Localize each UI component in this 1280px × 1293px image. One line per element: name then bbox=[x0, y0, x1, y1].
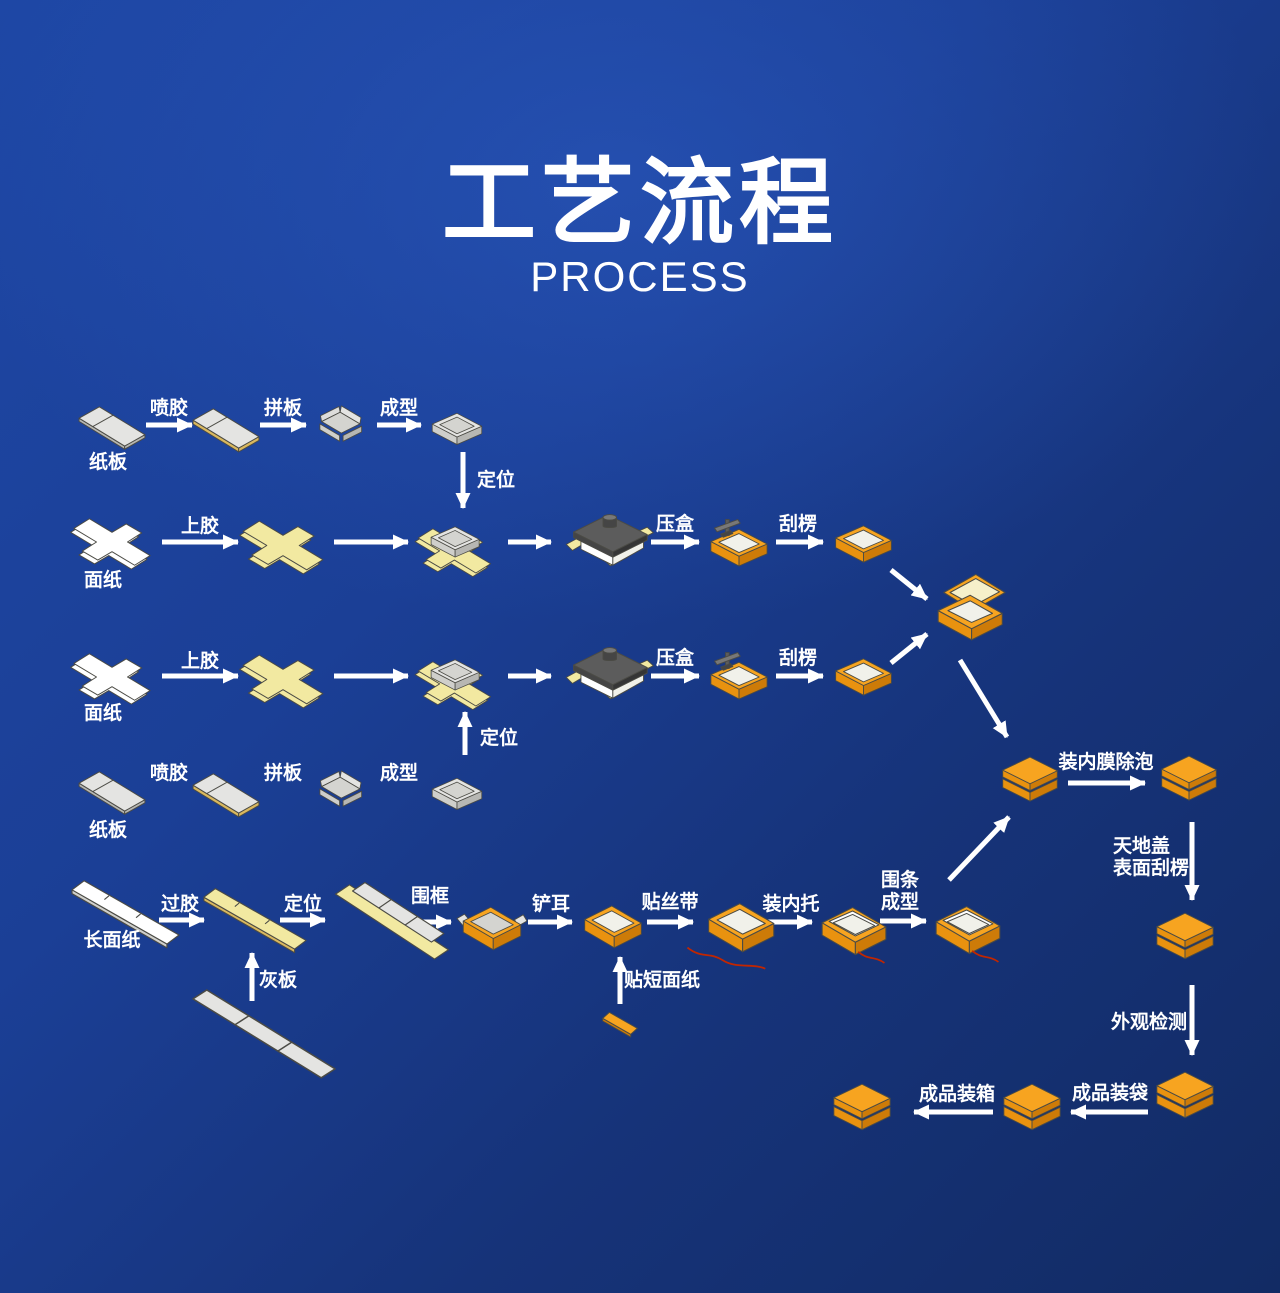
frame-tray-ribbon-icon bbox=[932, 901, 1004, 970]
tray-gray-icon bbox=[429, 409, 485, 447]
press-on-blank-icon bbox=[565, 643, 657, 709]
step-label: 装内托 bbox=[762, 894, 820, 915]
flow-arrow bbox=[889, 568, 929, 601]
step-label: 定位 bbox=[479, 728, 519, 749]
tray-clamp-icon bbox=[706, 511, 772, 570]
strip-gray-icon bbox=[190, 987, 338, 1079]
page-title: 工艺流程 bbox=[441, 150, 838, 255]
item-label: 面纸 bbox=[83, 570, 123, 591]
step-label: 过胶 bbox=[160, 894, 200, 915]
box-closed-icon bbox=[1000, 1081, 1064, 1135]
step-label: 拼板 bbox=[263, 763, 303, 784]
step-label: 装内膜除泡 bbox=[1058, 752, 1154, 773]
step-label: 围条 成型 bbox=[880, 870, 920, 914]
item-label: 面纸 bbox=[83, 703, 123, 724]
step-label: 成型 bbox=[379, 398, 419, 419]
strip-yellow-icon bbox=[201, 885, 309, 957]
step-label: 贴丝带 bbox=[641, 892, 699, 913]
tray-orange-icon bbox=[832, 521, 895, 565]
step-label: 刮楞 bbox=[778, 648, 818, 669]
box-open-icon bbox=[934, 573, 1012, 645]
box-closed-icon bbox=[1158, 753, 1220, 805]
step-label: 成品装箱 bbox=[918, 1084, 996, 1105]
step-label: 外观检测 bbox=[1110, 1012, 1188, 1033]
flow-arrow bbox=[889, 632, 929, 665]
step-label: 天地盖 表面刮楞 bbox=[1113, 836, 1190, 880]
strip-gray-yellow-icon bbox=[334, 874, 450, 965]
step-label: 上胶 bbox=[180, 516, 220, 537]
step-label: 定位 bbox=[476, 470, 516, 491]
box-closed-icon bbox=[999, 754, 1061, 806]
step-label: 贴短面纸 bbox=[623, 970, 701, 991]
tray-open-gray-icon bbox=[310, 768, 368, 811]
tray-on-blank-icon bbox=[412, 647, 498, 711]
step-label: 上胶 bbox=[180, 651, 220, 672]
step-label: 喷胶 bbox=[149, 763, 189, 784]
step-label: 拼板 bbox=[263, 398, 303, 419]
blank-white-icon bbox=[70, 511, 154, 573]
board-gray-icon bbox=[74, 768, 150, 816]
step-label: 喷胶 bbox=[149, 398, 189, 419]
blank-yellow-icon bbox=[239, 647, 327, 712]
step-label: 围框 bbox=[410, 886, 450, 907]
step-label: 铲耳 bbox=[531, 894, 571, 915]
step-label: 定位 bbox=[283, 894, 323, 915]
frame-orange-icon bbox=[581, 901, 645, 953]
item-label: 长面纸 bbox=[83, 930, 141, 951]
box-closed-icon bbox=[1153, 1069, 1217, 1123]
step-label: 压盒 bbox=[655, 514, 695, 535]
strip-orange-small-icon bbox=[600, 1009, 640, 1038]
tray-on-blank-icon bbox=[412, 514, 498, 578]
item-label: 纸板 bbox=[88, 820, 128, 841]
tray-open-gray-icon bbox=[310, 403, 368, 446]
page-subtitle: PROCESS bbox=[530, 253, 750, 300]
frame-tray-ribbon-icon bbox=[818, 902, 890, 971]
item-label: 纸板 bbox=[88, 452, 128, 473]
flow-arrow bbox=[957, 658, 1010, 739]
step-label: 压盒 bbox=[655, 648, 695, 669]
frame-ribbon-icon bbox=[686, 898, 778, 974]
box-closed-icon bbox=[1153, 910, 1217, 964]
blank-yellow-icon bbox=[239, 513, 327, 578]
step-label: 灰板 bbox=[258, 970, 298, 991]
step-label: 刮楞 bbox=[778, 514, 818, 535]
board-glued-icon bbox=[188, 770, 264, 818]
step-label: 成品装袋 bbox=[1071, 1083, 1149, 1104]
strip-white-icon bbox=[69, 877, 182, 952]
press-on-blank-icon bbox=[565, 510, 657, 576]
flow-arrow bbox=[947, 815, 1011, 882]
frame-ends-icon bbox=[456, 901, 528, 954]
step-label: 成型 bbox=[379, 763, 419, 784]
box-closed-icon bbox=[830, 1081, 894, 1135]
board-glued-icon bbox=[188, 405, 264, 453]
tray-orange-icon bbox=[832, 654, 895, 698]
board-gray-icon bbox=[74, 403, 150, 451]
tray-clamp-icon bbox=[706, 644, 772, 703]
blank-white-icon bbox=[70, 646, 154, 708]
tray-gray-icon bbox=[429, 774, 485, 812]
